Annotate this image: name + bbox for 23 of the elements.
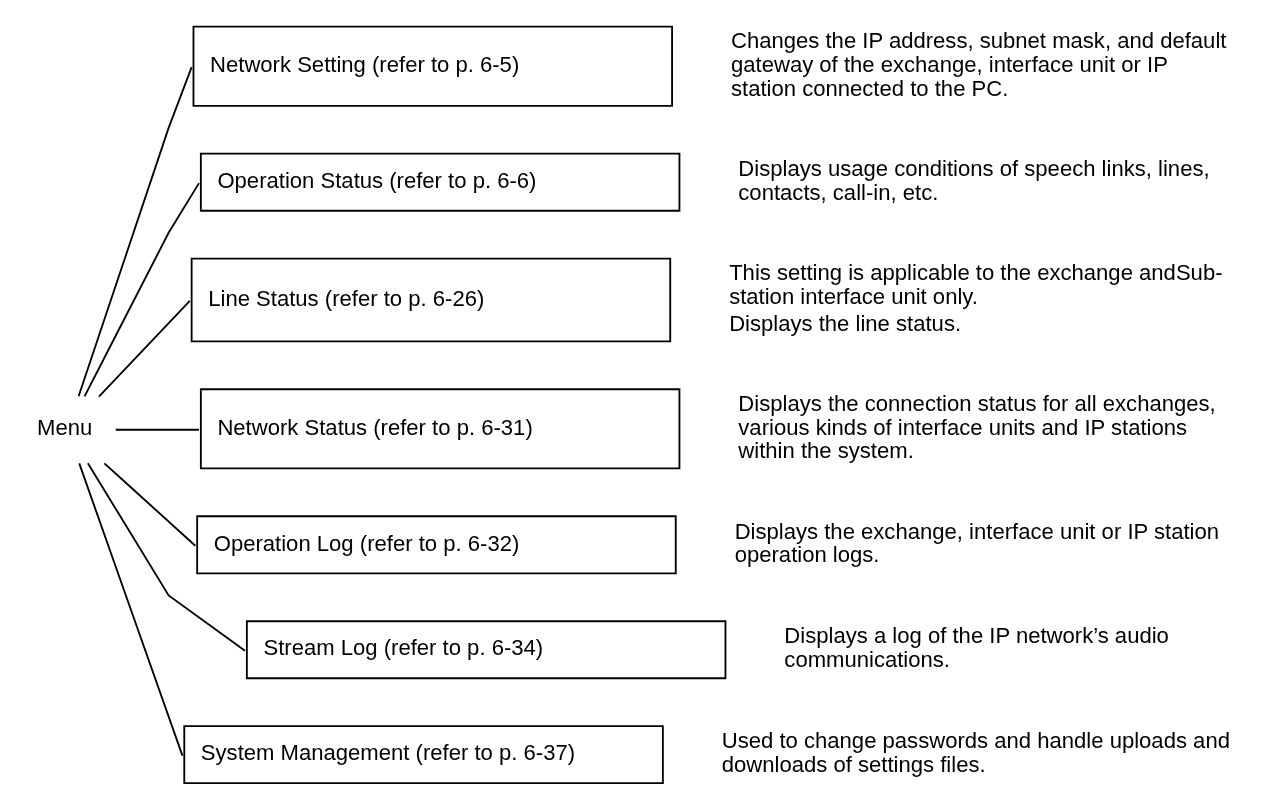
node-box: Operation Log (refer to p. 6-32): [196, 515, 677, 575]
connector: [83, 182, 200, 398]
connector: [114, 428, 200, 431]
node-label: Displays the connection status for all exchanges, various kinds of interface units and IP stations within the system.: [738, 390, 1216, 464]
node-label: Displays usage conditions of speech links, lines, contacts, call-in, etc.: [738, 155, 1210, 205]
node-label: This setting is applicable to the exchange andSub-station interface unit only.: [729, 259, 1223, 309]
node-text: Menu: [37, 415, 93, 441]
connector: [98, 300, 191, 398]
node-label: Displays the exchange, interface unit or IP station operation logs.: [734, 518, 1220, 568]
node-label: Displays the line status.: [729, 311, 962, 337]
node-box: Operation Status (refer to p. 6-6): [199, 152, 681, 212]
node-box: Stream Log (refer to p. 6-34): [245, 620, 727, 680]
node-label: Displays a log of the IP network’s audio communications.: [784, 623, 1169, 673]
node-label: Changes the IP address, subnet mask, and default gateway of the exchange, interface unit or IP station connected to the PC.: [730, 28, 1227, 101]
node-box: Network Status (refer to p. 6-31): [199, 388, 681, 470]
node-box: System Management (refer to p. 6-37): [183, 725, 664, 785]
connector: [78, 462, 184, 757]
node-box: Line Status (refer to p. 6-26): [190, 257, 672, 343]
connector: [103, 462, 197, 547]
node-label: Used to change passwords and handle uploads and downloads of settings files.: [721, 728, 1230, 778]
connector: [77, 66, 193, 398]
connector: [86, 462, 246, 652]
node-box: Network Setting (refer to p. 6-5): [192, 25, 673, 107]
